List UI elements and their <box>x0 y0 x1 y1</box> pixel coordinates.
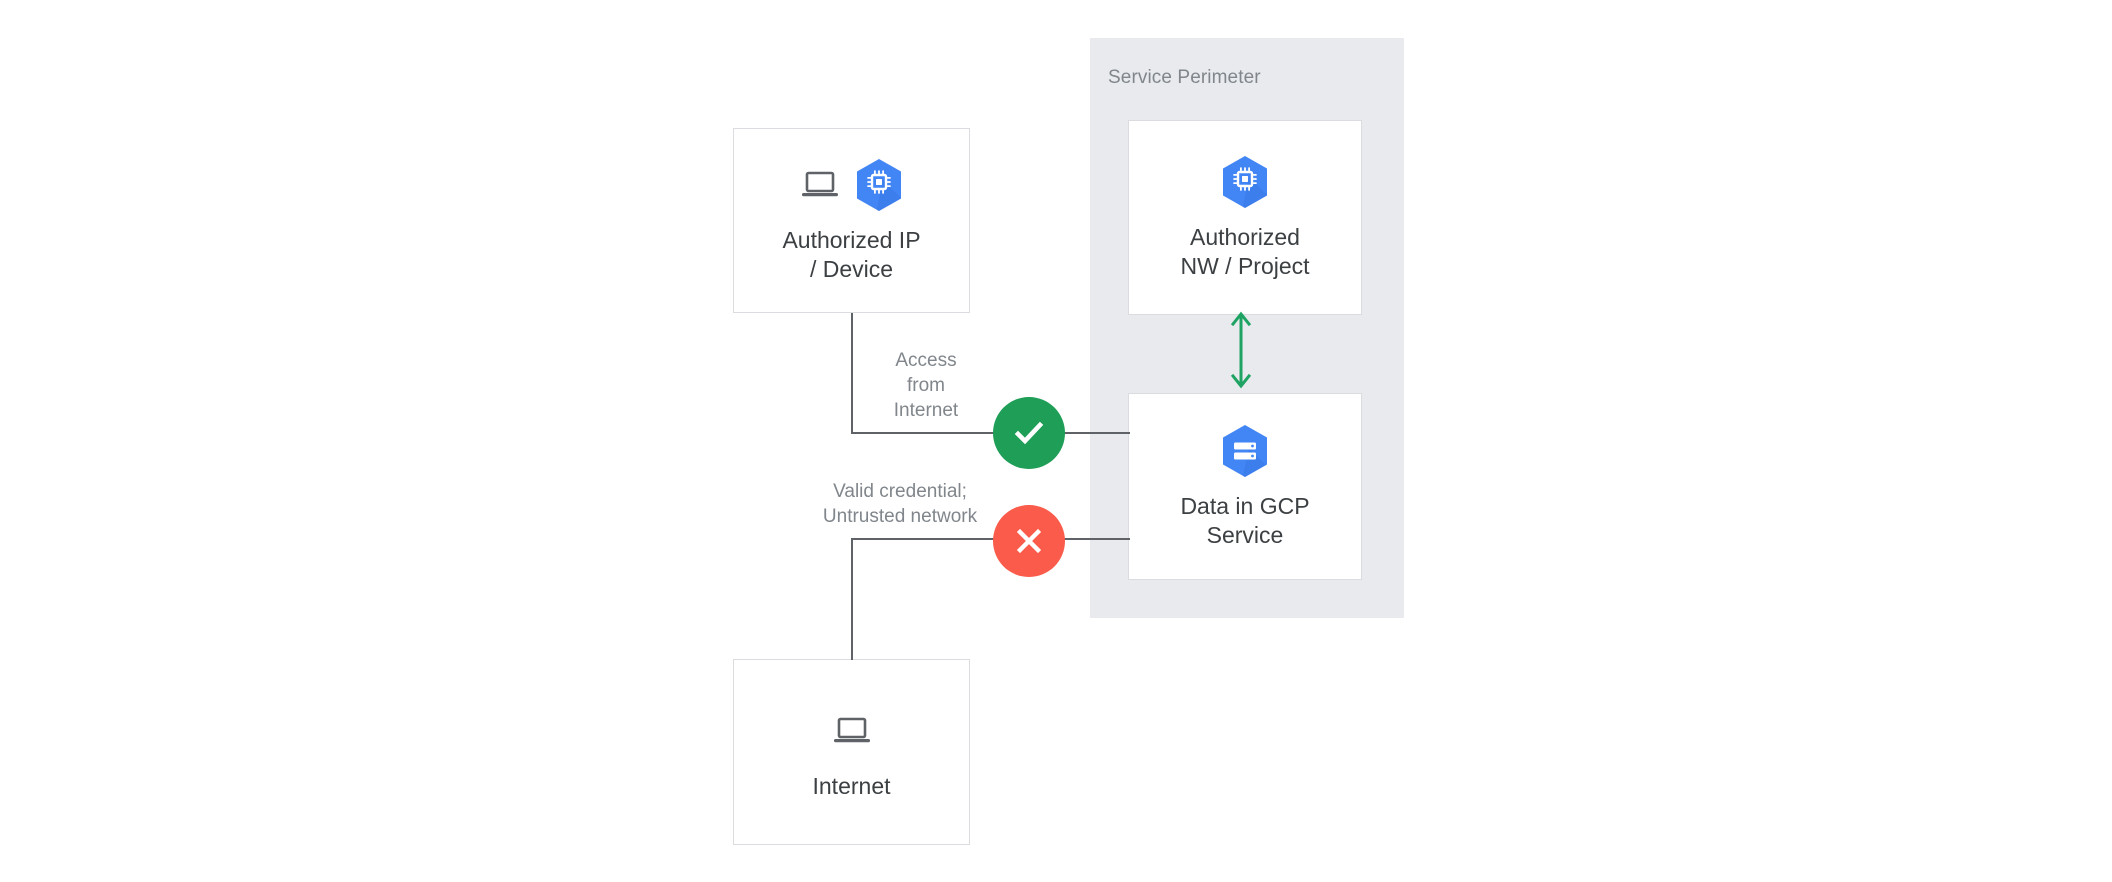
node-internet[interactable]: Internet <box>733 659 970 845</box>
connector-denied-horizontal-right <box>1035 538 1130 540</box>
check-icon <box>1014 421 1044 445</box>
icon-row <box>1221 155 1269 209</box>
connector-allowed-horizontal <box>851 432 1031 434</box>
status-badge-denied[interactable] <box>993 505 1065 577</box>
gcp-compute-hexagon-icon <box>1223 155 1267 208</box>
node-label: Authorized IP / Device <box>782 226 921 282</box>
icon-row <box>833 704 871 758</box>
icon-row <box>801 158 903 212</box>
edge-label-denied: Valid credential; Untrusted network <box>822 481 978 527</box>
laptop-icon <box>801 171 838 196</box>
gcp-storage-hexagon-icon <box>1223 424 1267 477</box>
node-label: Internet <box>812 772 891 799</box>
service-perimeter-label: Service Perimeter <box>1108 67 1261 88</box>
edge-label-allowed: Access from Internet <box>893 350 959 421</box>
connector-allowed-horizontal-right <box>1035 432 1130 434</box>
node-label: Data in GCP Service <box>1180 492 1310 548</box>
close-icon <box>1016 528 1042 554</box>
node-authorized-ip-device[interactable]: Authorized IP / Device <box>733 128 970 313</box>
laptop-icon <box>833 717 870 742</box>
gcp-compute-hexagon-icon <box>856 158 901 211</box>
connector-allowed-vertical <box>851 313 853 433</box>
node-data-in-gcp-service[interactable]: Data in GCP Service <box>1128 393 1362 580</box>
connector-denied-vertical <box>851 538 853 660</box>
status-badge-allowed[interactable] <box>993 397 1065 469</box>
icon-row <box>1221 424 1269 478</box>
connector-denied-horizontal <box>851 538 1031 540</box>
node-authorized-nw-project[interactable]: Authorized NW / Project <box>1128 120 1362 315</box>
node-label: Authorized NW / Project <box>1180 223 1310 279</box>
double-arrow-icon <box>1230 311 1252 389</box>
